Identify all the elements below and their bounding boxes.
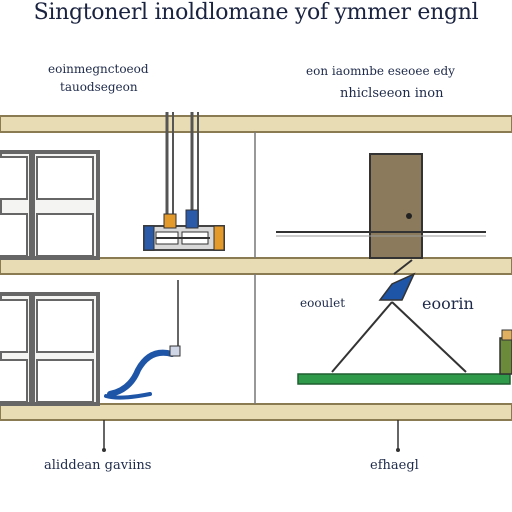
label-mid-left: eooulet	[300, 296, 346, 310]
label-top-right-line2: nhiclseeon inon	[340, 86, 444, 101]
label-bottom-right: efhaegl	[370, 458, 419, 473]
drain-pipe	[104, 280, 181, 400]
label-top-left-line2: tauodsegeon	[60, 80, 138, 94]
diagram-title: Singtonerl inoldlomane yof ymmer engnl	[33, 0, 479, 25]
label-top-left-line1: eoinmegnctoeod	[48, 62, 149, 76]
green-board	[297, 373, 511, 385]
bottom-beam	[0, 403, 512, 421]
label-bottom-left: aliddean gaviins	[44, 458, 152, 473]
lower-window	[0, 292, 100, 406]
label-top-right-line1: eon iaomnbe eseoee edy	[306, 64, 455, 78]
upper-window	[0, 150, 100, 260]
jack-device-small	[499, 329, 512, 375]
label-mid-right: eoorin	[422, 294, 474, 313]
door	[369, 153, 423, 259]
top-beam	[0, 115, 512, 133]
support-jack	[143, 112, 225, 251]
support-truss	[331, 259, 467, 373]
middle-beam	[0, 257, 512, 275]
